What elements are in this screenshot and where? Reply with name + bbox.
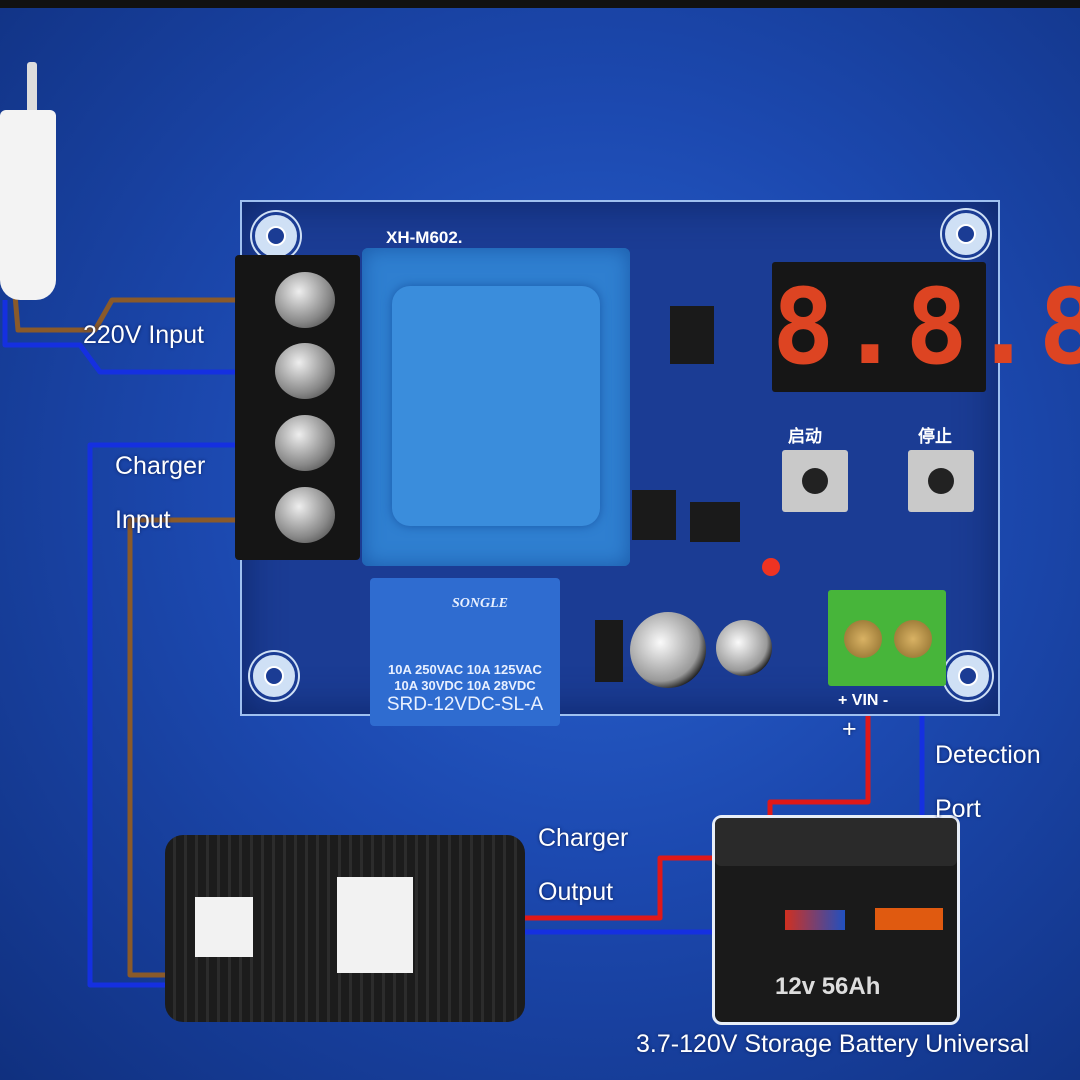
relay-brand: SONGLE xyxy=(452,596,509,611)
battery-logo xyxy=(875,908,943,930)
mounting-hole xyxy=(942,210,990,258)
ac-input-label: 220V Input xyxy=(83,321,204,349)
stop-button[interactable] xyxy=(908,450,974,512)
terminal-screw xyxy=(275,415,335,471)
power-plug xyxy=(0,110,56,300)
vin-label: + VIN - xyxy=(838,692,889,709)
battery-rating: 12v 56Ah xyxy=(775,973,881,1000)
terminal-screw xyxy=(844,620,882,658)
charger-output-label: Output xyxy=(538,878,614,906)
storage-battery: 12v 56Ah xyxy=(712,815,960,1025)
start-button[interactable] xyxy=(782,450,848,512)
charger-input-wire-blue xyxy=(87,442,280,988)
input-terminal-block xyxy=(235,255,360,560)
relay-spec: 10A 30VDC 10A 28VDC xyxy=(394,678,536,693)
transformer xyxy=(362,248,630,566)
mounting-hole xyxy=(944,652,992,700)
relay-model: SRD-12VDC-SL-A xyxy=(386,694,544,715)
stop-label: 停止 xyxy=(918,427,952,446)
charger-output-label: Charger xyxy=(538,824,629,852)
detection-terminal xyxy=(828,590,946,686)
fuse xyxy=(595,620,623,682)
charger-input-label: Input xyxy=(115,506,171,534)
adapter-label xyxy=(337,877,413,973)
mounting-hole xyxy=(250,652,298,700)
charger-adapter xyxy=(165,835,525,1022)
capacitor xyxy=(716,620,772,676)
ac-neutral-wire xyxy=(2,300,280,375)
start-label: 启动 xyxy=(788,427,822,446)
mounting-hole xyxy=(252,212,300,260)
capacitor xyxy=(630,612,706,688)
relay-spec: 10A 250VAC 10A 125VAC xyxy=(388,662,542,677)
led-indicator xyxy=(762,558,780,576)
positive-label: + xyxy=(842,715,857,743)
plug-prong xyxy=(27,62,37,114)
detection-port-label: Detection xyxy=(935,741,1041,769)
detection-port-label: Port xyxy=(935,795,981,823)
charger-input-label: Charger xyxy=(115,452,206,480)
regulator-chip xyxy=(690,502,740,542)
voltage-display: 8.8.8 xyxy=(772,262,1080,392)
ac-live-wire xyxy=(12,294,280,333)
regulator-chip xyxy=(632,490,676,540)
terminal-screw xyxy=(275,343,335,399)
terminal-screw xyxy=(275,272,335,328)
battery-logo xyxy=(785,910,845,930)
top-bar xyxy=(0,0,1080,8)
ic-chip xyxy=(670,306,714,364)
terminal-screw xyxy=(275,487,335,543)
board-model: XH-M602. xyxy=(386,228,463,247)
terminal-screw xyxy=(894,620,932,658)
battery-caption: 3.7-120V Storage Battery Universal xyxy=(636,1030,1030,1058)
adapter-switch-panel xyxy=(195,897,253,957)
charger-input-wire-brown xyxy=(127,517,280,978)
relay: SONGLE 10A 250VAC 10A 125VAC 10A 30VDC 1… xyxy=(370,578,560,726)
